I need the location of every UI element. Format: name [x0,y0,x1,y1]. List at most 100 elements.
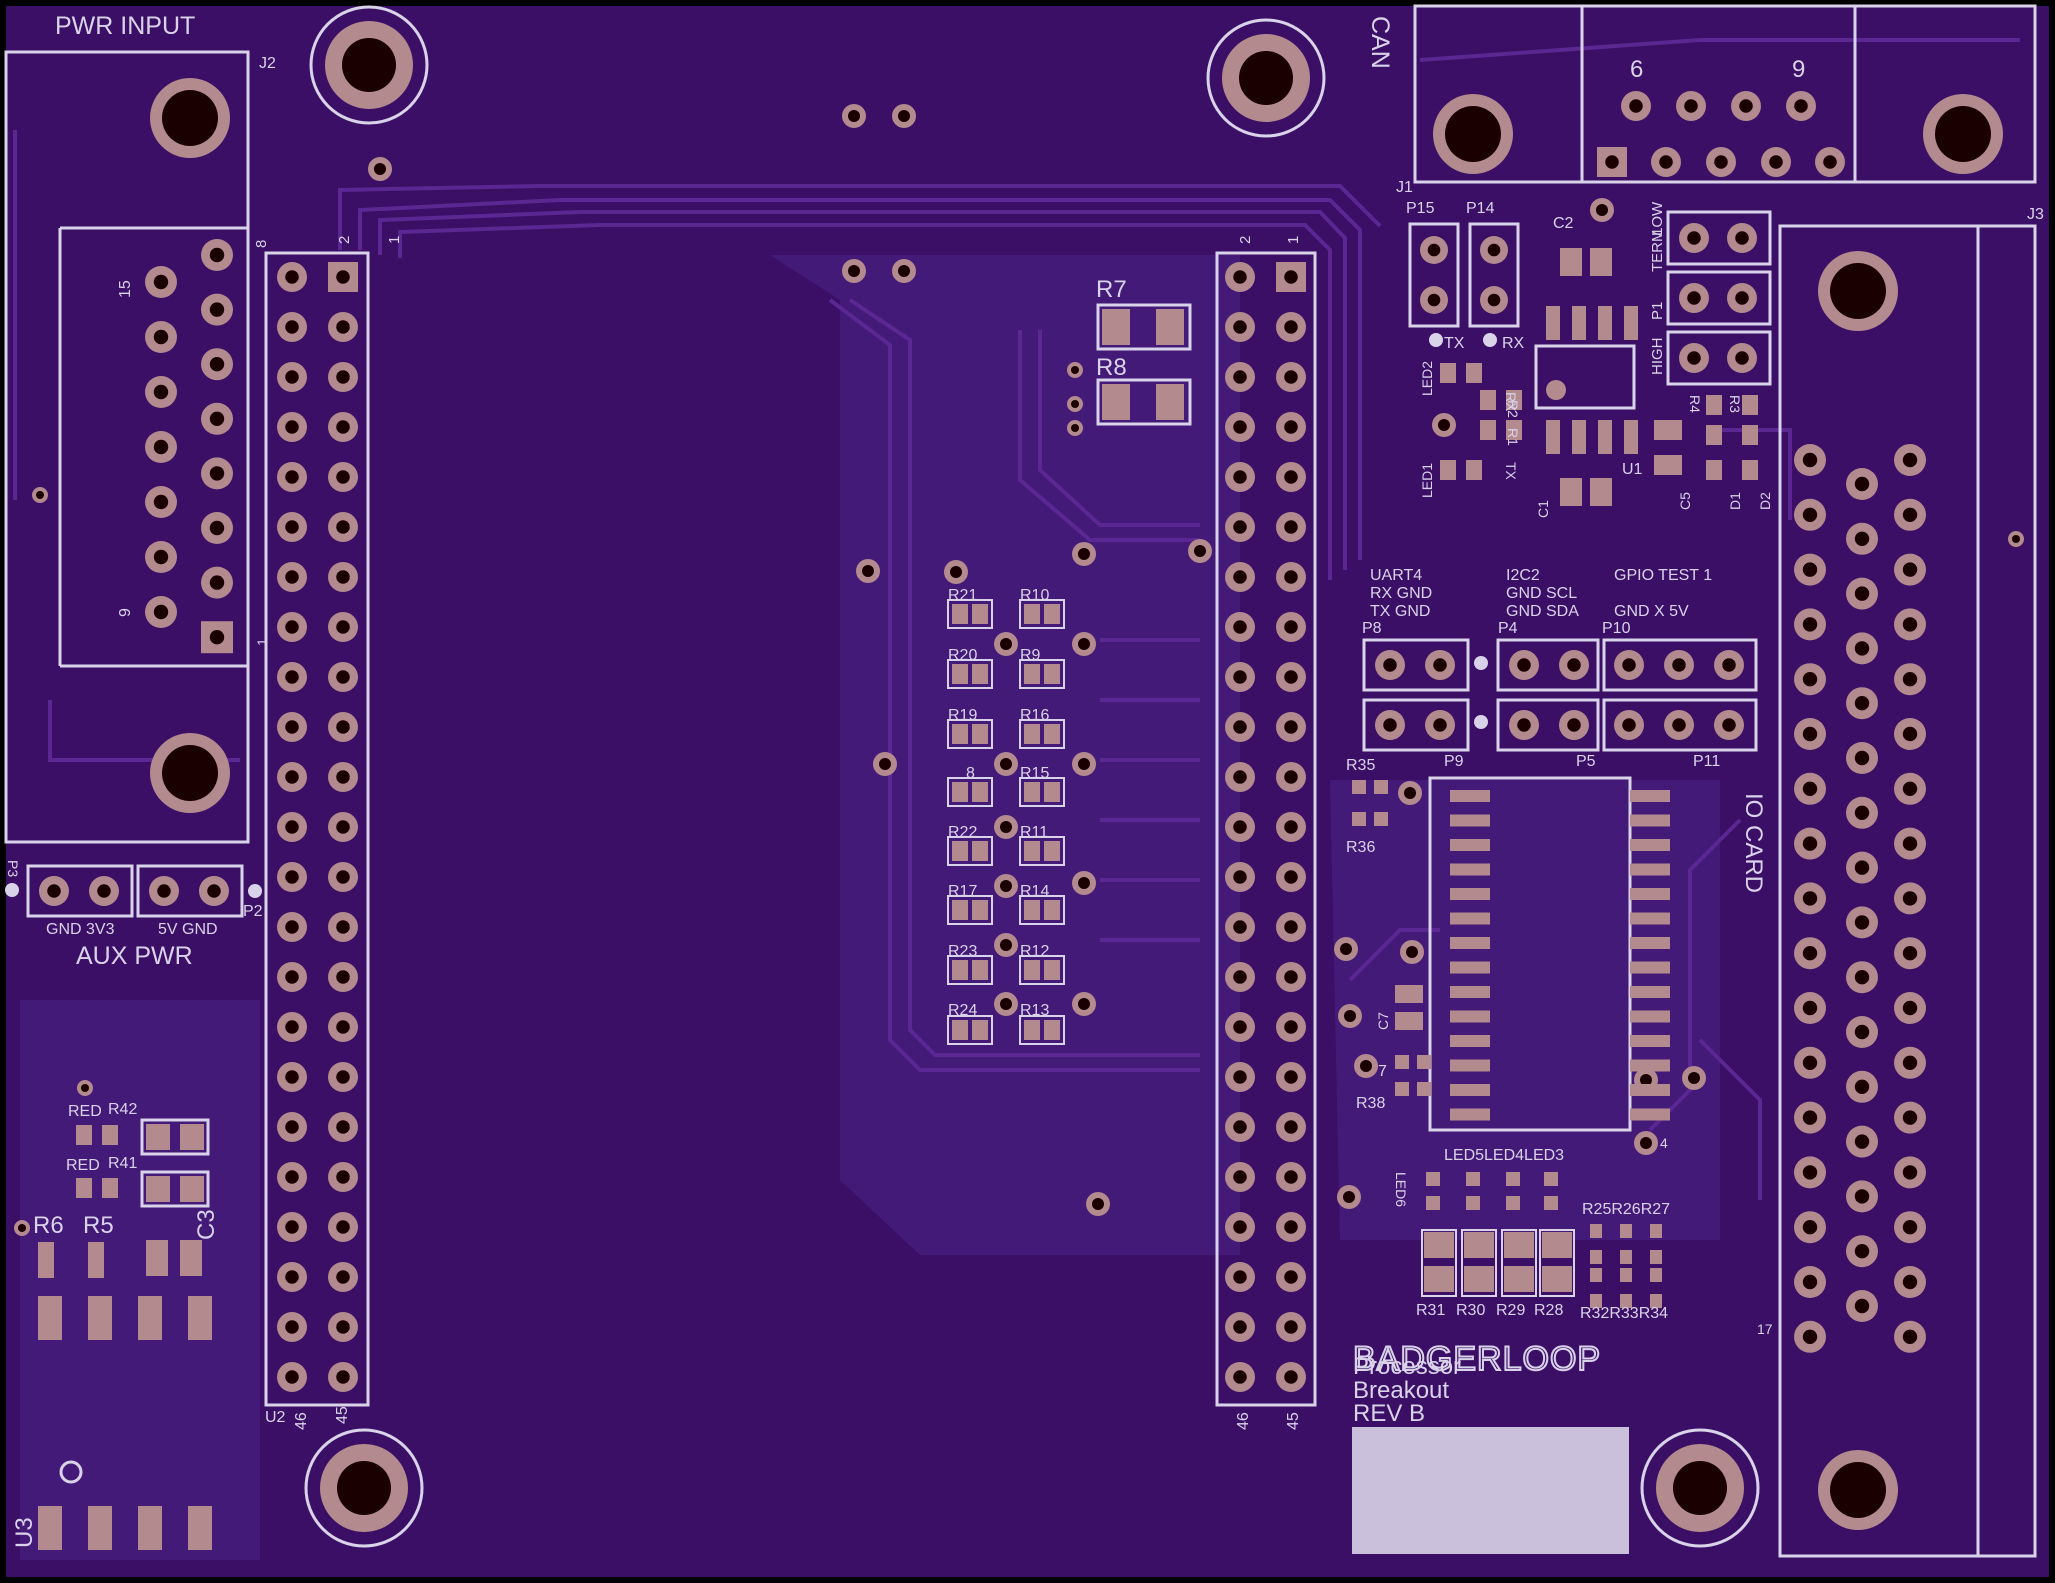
drill [1233,470,1247,484]
ic-pad [1630,937,1670,949]
trace [848,298,1200,1057]
r37-label: 7 [1378,1063,1387,1080]
smd-pad [1590,1294,1602,1308]
drill [285,320,299,334]
via-drill [1404,787,1416,799]
diode-pad [1706,425,1722,445]
drill [285,570,299,584]
u1-outline [1534,344,1636,410]
drill [207,884,221,898]
drill [336,1220,350,1234]
led-pad [1506,1196,1520,1210]
drill [1902,781,1918,796]
drill [1802,617,1818,632]
smd-pad [138,1296,162,1340]
res-label: R20 [948,647,977,664]
drill [153,549,169,565]
p2-outline [136,864,244,918]
resistor-outline [140,1118,210,1156]
c5-pad [1654,420,1682,440]
drill [1802,1000,1818,1016]
drill [1902,672,1918,687]
resistor-pad [146,1124,170,1150]
drill [336,870,350,884]
drill [1233,370,1247,384]
drill [336,470,350,484]
resistor-outline [1461,1229,1497,1297]
drill [1284,870,1298,884]
drill [1854,750,1870,766]
smd-pad [1620,1268,1632,1282]
p9-label: P9 [1444,753,1464,770]
drill [1567,658,1581,672]
resistor-pad [1156,384,1184,420]
res-label: R23 [948,943,977,960]
rx-led-label: RX [1503,392,1519,412]
u3-label: U3 [11,1517,38,1548]
drill [1233,870,1247,884]
drill [1284,720,1298,734]
p10-label: P10 [1602,620,1631,637]
res-label: R19 [948,707,977,724]
c2-label: C2 [1553,215,1574,232]
u3-pad [138,1506,162,1550]
u1-pad [1598,306,1612,340]
mounting-hole-drill [1239,51,1293,105]
diode-pad [1706,395,1722,415]
drill [1687,231,1701,245]
drill [1233,1120,1247,1134]
drill [1284,970,1298,984]
smd-pad [1650,1294,1662,1308]
u1-pad [1598,420,1612,454]
smd-pad [1506,390,1522,410]
drill [1622,718,1636,732]
trace [1698,1038,1762,1200]
smd-pad [1620,1250,1632,1264]
r5-pad [88,1242,104,1278]
ic-pad [1450,1010,1490,1023]
via-drill [898,110,910,122]
drill [1902,617,1918,632]
connector-hole-drill [1830,1462,1886,1518]
trace [828,298,1200,1072]
drill [1902,562,1918,577]
drill [1672,718,1686,732]
drill [1284,320,1298,334]
ic-pad [1630,1035,1670,1047]
drill [1802,1220,1818,1235]
red-label-a: RED [68,1103,102,1120]
drill [1233,1220,1247,1234]
u3-pad [188,1506,212,1550]
center-header-outline [1215,251,1317,1407]
via-drill [1000,638,1012,650]
ic-pad [1630,1059,1670,1072]
mounting-hole-drill [342,38,396,92]
p1-label: P1 [1649,302,1666,320]
res-label: 8 [966,765,975,782]
drill [1802,946,1818,961]
c3-pad [180,1240,202,1276]
small-via-drill [1071,424,1079,432]
led-row-label: LED5LED4LED3 [1444,1147,1564,1164]
u2-header-outline [264,251,370,1407]
drill [336,720,350,734]
drill [1233,520,1247,534]
aux-pwr-label: AUX PWR [76,942,193,970]
c1-label: C1 [1535,500,1551,518]
led-pad [1466,1196,1480,1210]
smd-pad [76,1178,92,1198]
trace [1710,428,1792,520]
ic-pad [1630,1084,1670,1096]
r32-34-label: R32R33R34 [1580,1305,1668,1322]
drill [1672,658,1686,672]
u2-label: U2 [265,1409,286,1426]
trace [358,198,1362,560]
c2-pad [1590,248,1612,276]
u1-pad [1546,306,1560,340]
r2-label: R2 [1505,400,1521,418]
resistor-pad [1464,1232,1494,1258]
via-drill [848,110,860,122]
resistor-outline [947,955,993,985]
ic-pad [1450,986,1490,998]
drill [336,620,350,634]
